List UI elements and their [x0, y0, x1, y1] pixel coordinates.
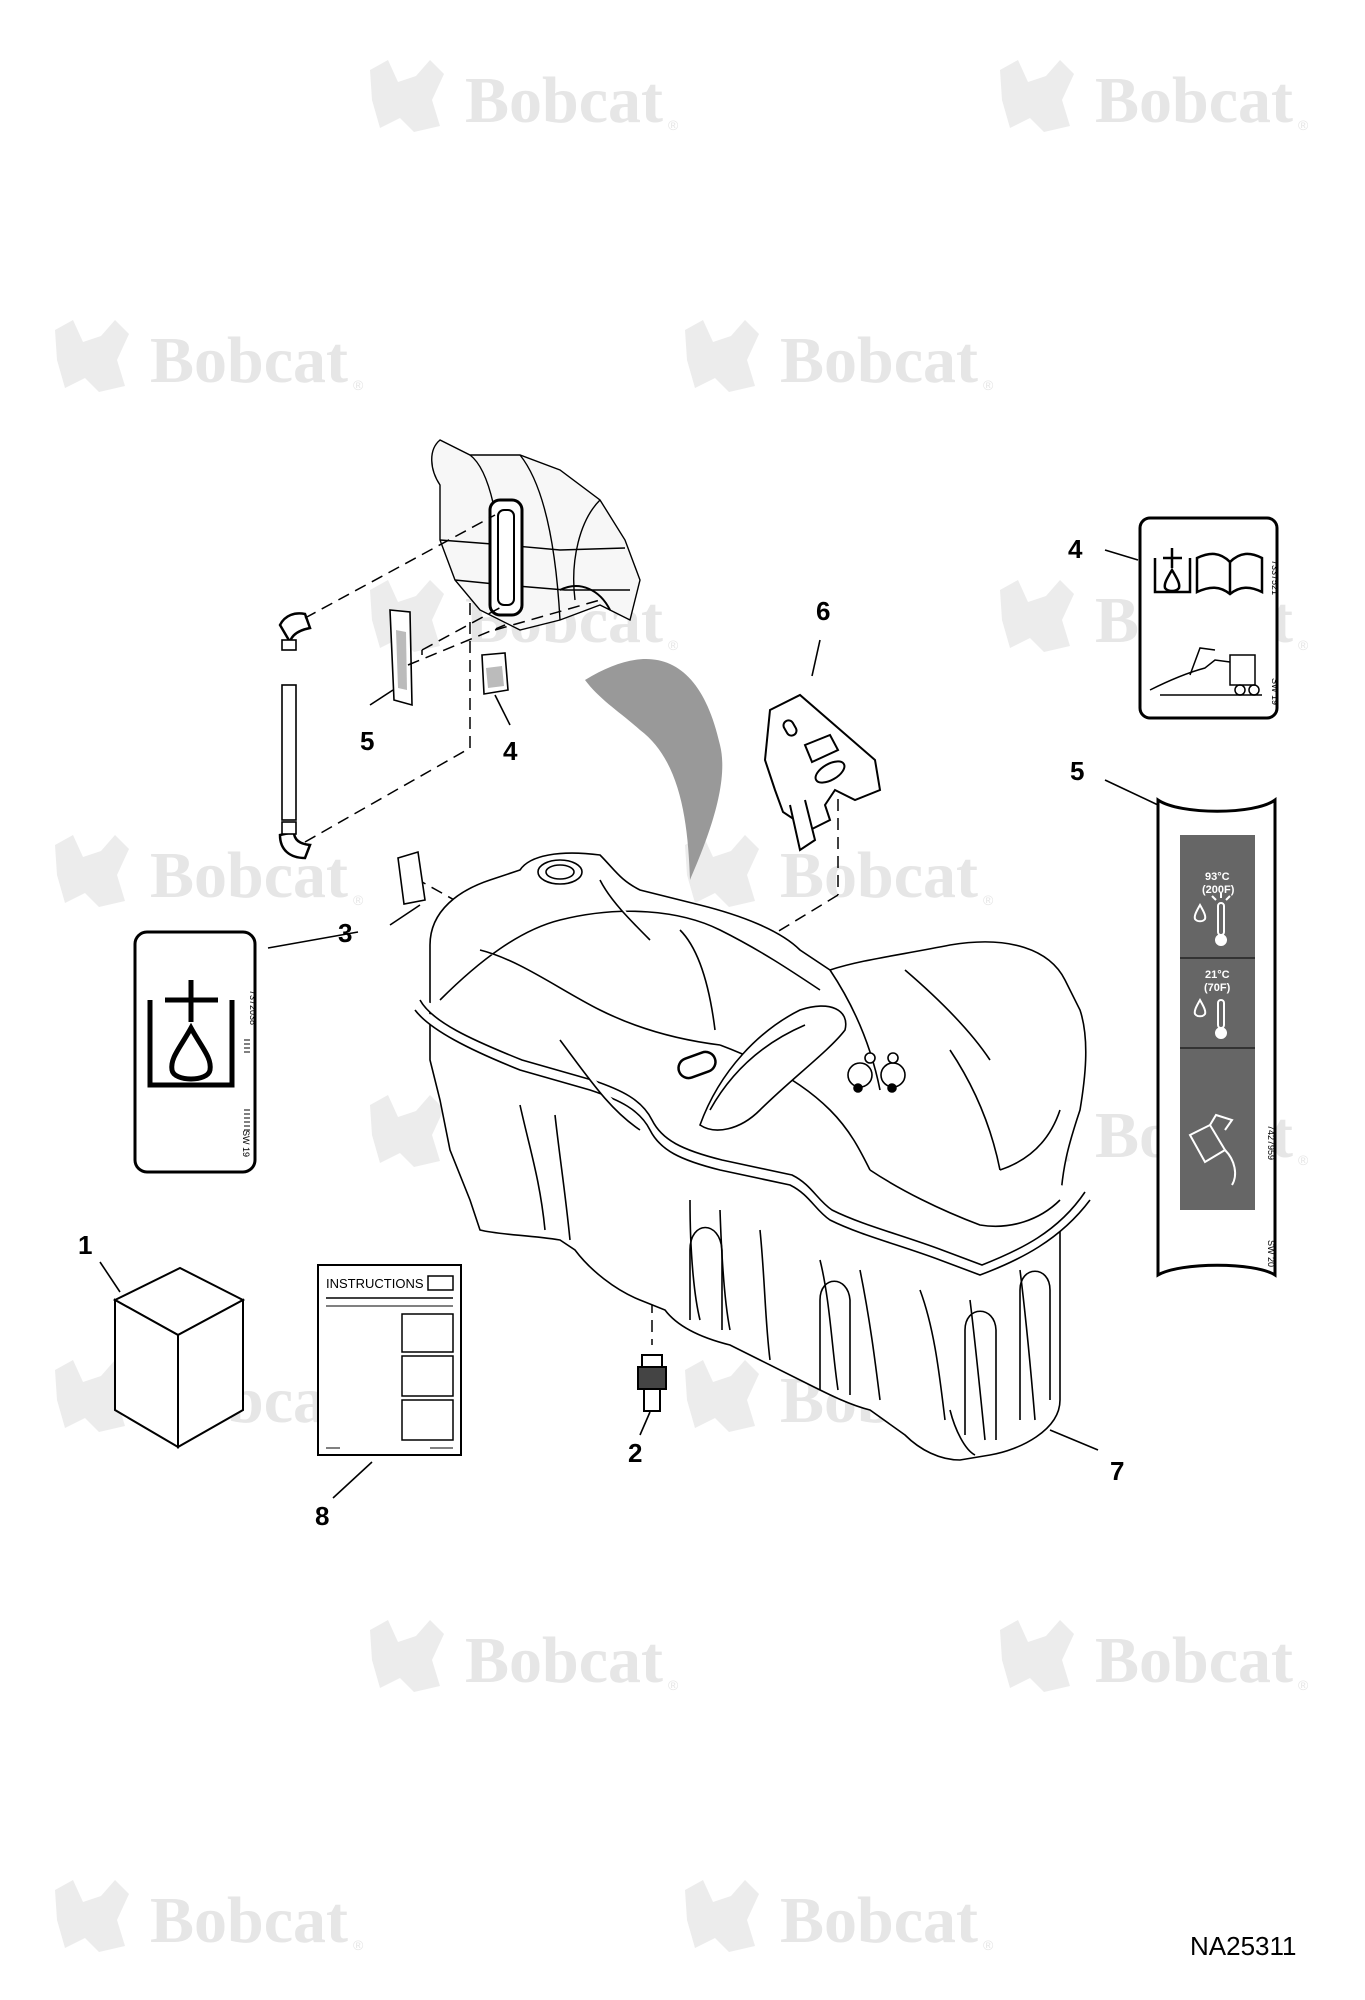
small-decal-4: [481, 652, 509, 695]
watermark-registered: ®: [1298, 1152, 1309, 1168]
drain-fitting: [637, 1354, 667, 1412]
callout-2: 2: [628, 1438, 642, 1468]
thermometer-icon: [1215, 999, 1227, 1039]
watermark-brand: Bobcat: [780, 839, 978, 912]
callout-4-small: 4: [503, 736, 518, 766]
assembly-arrow: [585, 659, 723, 880]
watermark-brand: Bobcat: [150, 839, 348, 912]
watermark-brand: Bobcat: [1095, 64, 1293, 137]
watermark-brand: Bobcat: [465, 1624, 663, 1697]
callout-1: 1: [78, 1230, 92, 1260]
instructions-title: INSTRUCTIONS: [326, 1276, 424, 1291]
watermark: Bobcat ®: [370, 60, 679, 137]
watermark-brand: Bobcat: [465, 64, 663, 137]
decal-5-hot-temp-f: (200F): [1202, 884, 1235, 896]
decal-4-part-number: 7337521: [1270, 560, 1280, 595]
leader-lines: [99, 549, 1159, 1499]
watermark-brand: Bobcat: [780, 1884, 978, 1957]
instructions-sheet: INSTRUCTIONS: [317, 1264, 462, 1456]
decal-4-large: 7337521 SW 19: [1138, 516, 1280, 720]
watermark: Bobcat ®: [685, 1880, 994, 1957]
callout-8: 8: [315, 1501, 329, 1531]
decal-5-cold-temp-f: (70F): [1204, 982, 1231, 994]
callout-3: 3: [338, 918, 352, 948]
bracket: [763, 693, 882, 852]
watermark-registered: ®: [1298, 117, 1309, 133]
watermark: Bobcat ®: [55, 1880, 364, 1957]
watermark: Bobcat ®: [55, 835, 364, 912]
watermark-brand: Bobcat: [150, 324, 348, 397]
watermark-registered: ®: [353, 1937, 364, 1953]
callout-5-decal: 5: [1070, 756, 1084, 786]
watermark-registered: ®: [983, 377, 994, 393]
droplet-icon: [1193, 902, 1207, 923]
watermark-registered: ®: [983, 892, 994, 908]
figure-id: NA25311: [1190, 1931, 1297, 1961]
decal-3-large: 7372038 SW 19: [133, 930, 258, 1174]
small-decal-5: [389, 609, 413, 707]
oil-can-icon: [1188, 1113, 1237, 1186]
watermark: Bobcat ®: [370, 1620, 679, 1697]
kit-box: [112, 1266, 246, 1449]
decal-3-part-number: 7372038: [248, 990, 258, 1025]
watermark-brand: Bobcat: [150, 1884, 348, 1957]
watermark: Bobcat ®: [685, 320, 994, 397]
watermark-registered: ®: [983, 1937, 994, 1953]
small-decal-3: [397, 850, 426, 905]
decal-5-cold-temp: 21°C: [1205, 969, 1230, 981]
watermark: Bobcat ®: [685, 835, 994, 912]
watermark: Bobcat ®: [1000, 60, 1309, 137]
watermark: Bobcat ®: [55, 320, 364, 397]
decal-5-code: SW 20: [1266, 1240, 1276, 1267]
decal-5-large: 93°C (200F) 21°C (70F) 7427959 SW 20: [1156, 797, 1277, 1278]
watermark-registered: ®: [668, 1677, 679, 1693]
callout-6: 6: [816, 596, 830, 626]
watermark-registered: ®: [668, 637, 679, 653]
callout-4-decal: 4: [1068, 534, 1083, 564]
callout-5-small: 5: [360, 726, 374, 756]
hose-assembly: [278, 612, 312, 860]
watermark-registered: ®: [668, 117, 679, 133]
droplet-icon: [1193, 997, 1207, 1018]
callout-7: 7: [1110, 1456, 1124, 1486]
decal-5-hot-temp: 93°C: [1205, 871, 1230, 883]
watermark-brand: Bobcat: [780, 324, 978, 397]
decal-3-code: SW 19: [241, 1130, 251, 1157]
decal-4-code: SW 19: [1270, 678, 1280, 705]
machine-detail: [431, 439, 641, 631]
thermometer-icon: [1211, 893, 1231, 946]
hydraulic-tank: [414, 852, 1091, 1461]
watermark: Bobcat ®: [1000, 1620, 1309, 1697]
decal-5-part-number: 7427959: [1266, 1125, 1276, 1160]
watermark-registered: ®: [1298, 637, 1309, 653]
watermark-registered: ®: [1298, 1677, 1309, 1693]
watermark-registered: ®: [353, 377, 364, 393]
watermark-brand: Bobcat: [1095, 1624, 1293, 1697]
watermark-registered: ®: [353, 892, 364, 908]
